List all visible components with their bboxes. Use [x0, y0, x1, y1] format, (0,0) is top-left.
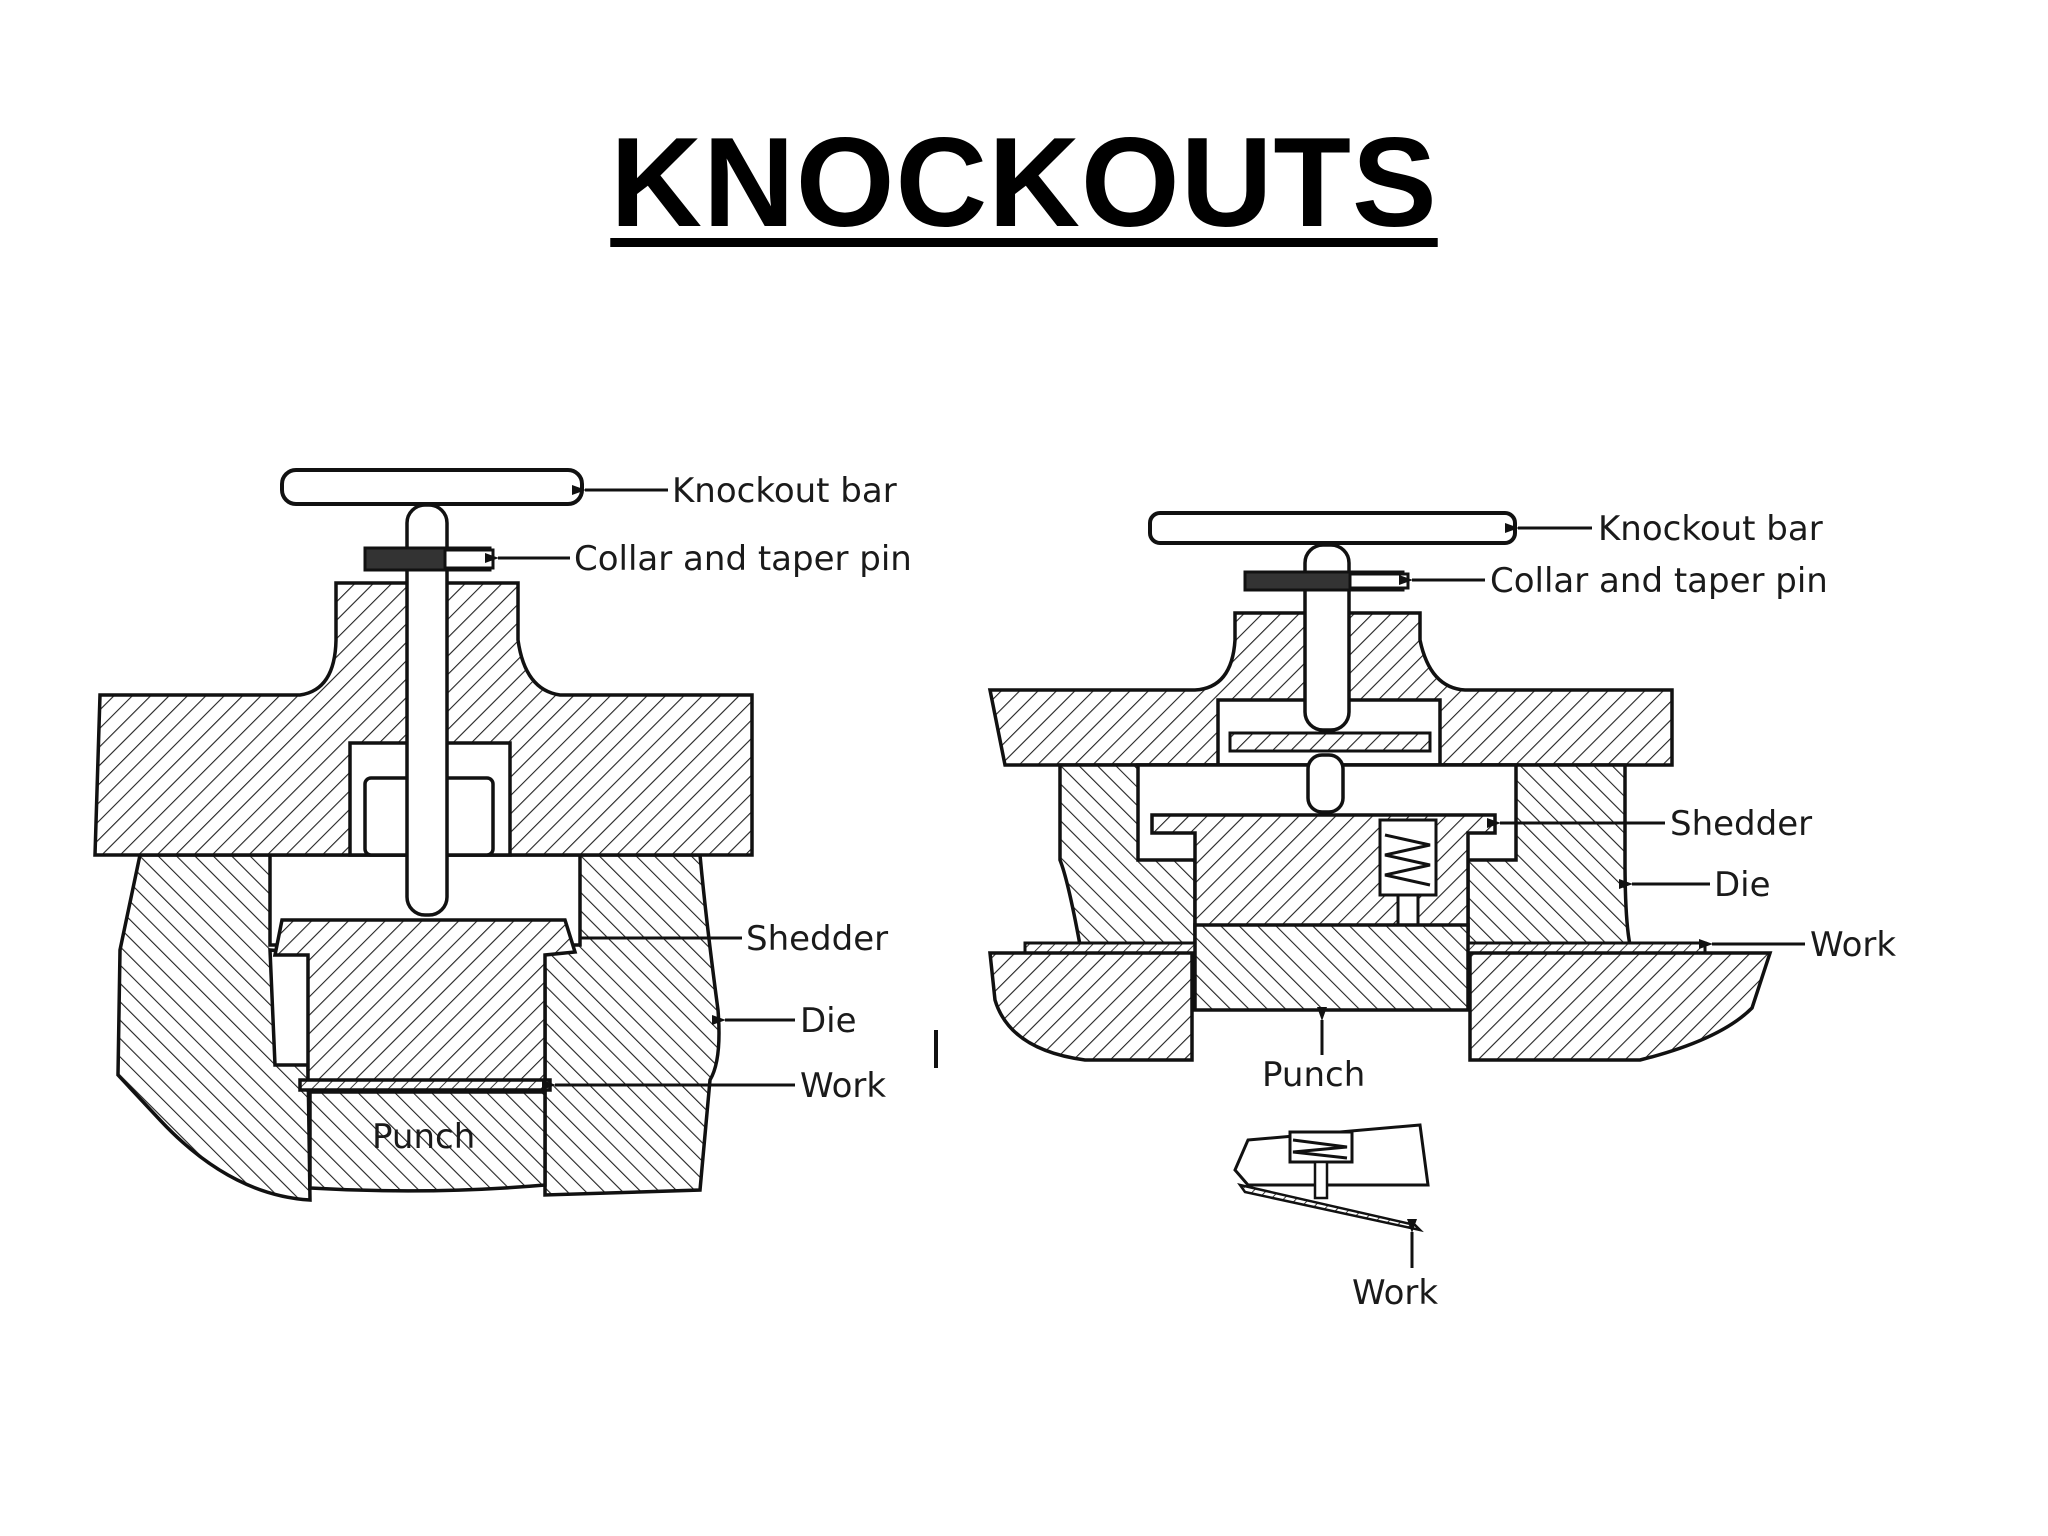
- right-label-knockout-bar: Knockout bar: [1598, 509, 1823, 549]
- left-label-collar-pin: Collar and taper pin: [574, 539, 912, 579]
- right-knockout-pin: [1306, 753, 1345, 814]
- right-work-detail: [1233, 1123, 1430, 1233]
- right-lower-shoe: [988, 951, 1773, 1062]
- left-work: [298, 1078, 552, 1092]
- right-label-collar-pin: Collar and taper pin: [1490, 561, 1828, 601]
- right-figure: Knockout bar Collar and taper pin Shedde…: [987, 509, 1896, 1313]
- left-label-die: Die: [800, 1001, 857, 1041]
- left-label-shedder: Shedder: [746, 919, 888, 959]
- right-label-work-detail: Work: [1352, 1273, 1438, 1313]
- left-knockout-bar: [280, 468, 584, 506]
- right-knockout-bar: [1148, 511, 1517, 545]
- slide-title: KNOCKOUTS: [610, 111, 1438, 253]
- right-punch: [1193, 923, 1470, 1012]
- left-shedder: [272, 918, 578, 1092]
- left-label-knockout-bar: Knockout bar: [672, 471, 897, 511]
- right-shedder: [1150, 813, 1497, 932]
- left-figure: Knockout bar Collar and taper pin Shedde…: [93, 468, 912, 1202]
- right-label-shedder: Shedder: [1670, 804, 1812, 844]
- left-punch: [308, 1090, 547, 1193]
- right-label-punch: Punch: [1262, 1055, 1365, 1095]
- right-label-work: Work: [1810, 925, 1896, 965]
- left-label-punch: Punch: [372, 1117, 475, 1157]
- left-label-work: Work: [800, 1066, 886, 1106]
- right-label-die: Die: [1714, 865, 1771, 905]
